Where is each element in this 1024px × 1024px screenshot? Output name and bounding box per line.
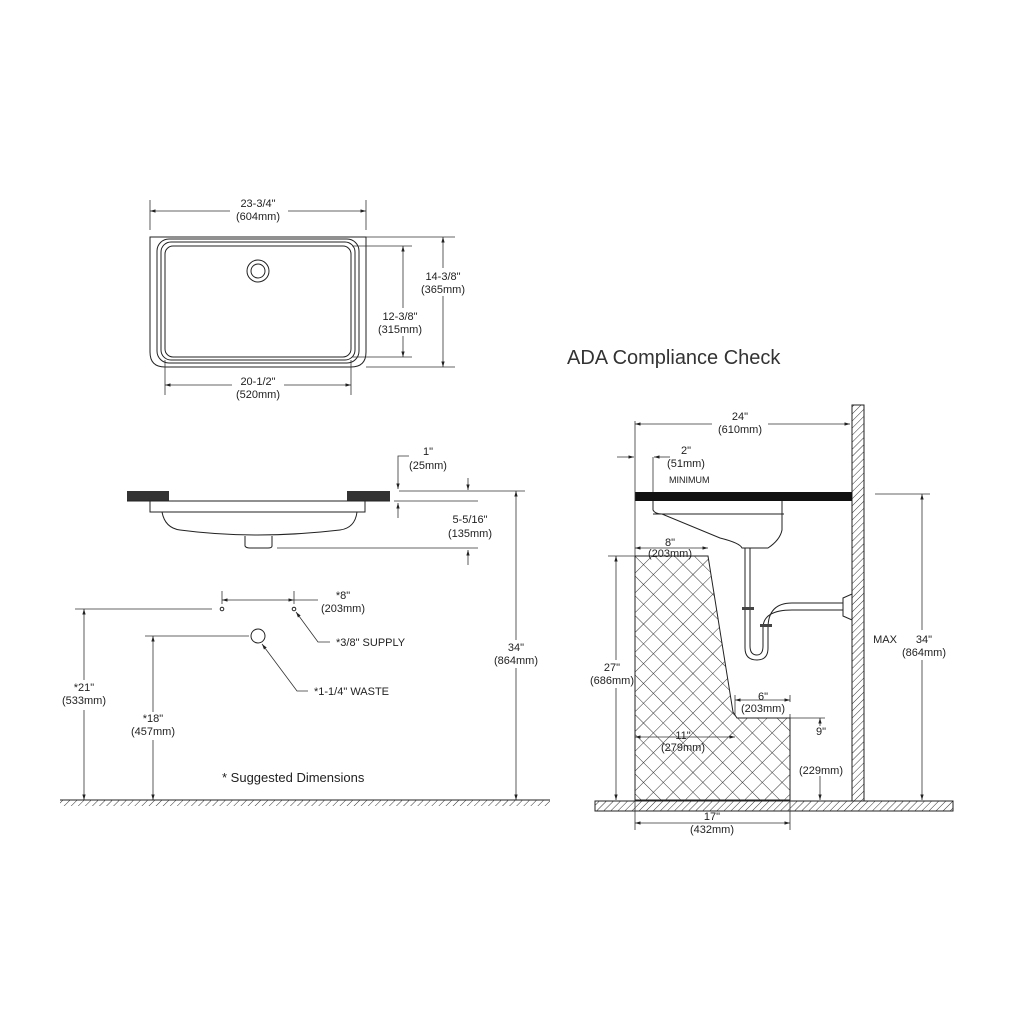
- overall-depth: 14-3/8": [425, 271, 460, 283]
- ada-depth: 24": [732, 411, 748, 423]
- toe-height-mm: (229mm): [799, 765, 843, 777]
- bowl-height-mm: (135mm): [448, 528, 492, 540]
- plan-view: 23-3/4" (604mm) 14-3/8" (365mm) 12-3/8" …: [149, 198, 471, 401]
- countertop-right: [347, 491, 390, 501]
- knee-height: 27": [604, 662, 620, 674]
- floor-hatch: [60, 800, 550, 806]
- max-height: 34": [916, 634, 932, 646]
- minimum-label: MINIMUM: [669, 475, 710, 485]
- min-offset-mm: (51mm): [667, 458, 705, 470]
- ada-view: ADA Compliance Check 24" (610mm) 2" (51m…: [567, 347, 954, 836]
- ada-depth-mm: (610mm): [718, 424, 762, 436]
- sink-bowl-section: [652, 501, 783, 549]
- supply-spacing-mm: (203mm): [321, 603, 365, 615]
- rim-height-mm: (864mm): [494, 655, 538, 667]
- drain-icon: [246, 259, 270, 283]
- overall-width-mm: (604mm): [236, 211, 280, 223]
- footnote: * Suggested Dimensions: [222, 770, 365, 785]
- toe-depth-mm: (203mm): [741, 703, 785, 715]
- waste-height-mm: (457mm): [131, 726, 175, 738]
- side-view: 1" (25mm) 5-5/16" (135mm) 34" (864mm) *8…: [60, 446, 550, 806]
- knee-height-mm: (686mm): [590, 675, 634, 687]
- overall-depth-mm: (365mm): [421, 284, 465, 296]
- supply-left-icon: [219, 606, 225, 612]
- bowl-width-mm: (520mm): [236, 389, 280, 401]
- waste-height: *18": [143, 713, 164, 725]
- floor-depth: 17": [704, 811, 720, 823]
- wall: [851, 404, 865, 802]
- waste-icon: [250, 628, 266, 644]
- ada-title: ADA Compliance Check: [567, 347, 781, 369]
- countertop-left: [127, 491, 169, 501]
- supply-height-mm: (533mm): [62, 695, 106, 707]
- knee-depth: 11": [675, 730, 690, 742]
- knee-depth-mm: (279mm): [661, 742, 705, 754]
- countertop: [635, 492, 852, 501]
- min-offset: 2": [681, 445, 691, 457]
- counter-thickness: 1": [423, 446, 433, 458]
- sink-rim: [156, 238, 360, 364]
- floor: [594, 800, 954, 812]
- bowl-depth: 12-3/8": [382, 311, 417, 323]
- max-height-mm: (864mm): [902, 647, 946, 659]
- drain-outlet: [244, 536, 273, 549]
- supply-label: *3/8" SUPPLY: [336, 637, 406, 649]
- toe-height: 9": [816, 726, 826, 738]
- toe-depth: 6": [758, 691, 768, 703]
- supply-spacing: *8": [336, 590, 350, 602]
- overall-width: 23-3/4": [240, 198, 275, 210]
- max-label: MAX: [873, 634, 898, 646]
- bowl-width: 20-1/2": [240, 376, 275, 388]
- supply-right-icon: [291, 606, 297, 612]
- counter-thickness-mm: (25mm): [409, 460, 447, 472]
- sink-outline: [149, 236, 367, 368]
- escutcheon: [842, 593, 853, 621]
- sink-bowl: [164, 245, 352, 358]
- sink-bowl-side: [149, 501, 366, 536]
- bowl-height: 5-5/16": [452, 514, 487, 526]
- rim-height: 34": [508, 642, 524, 654]
- bowl-depth-mm: (315mm): [378, 324, 422, 336]
- waste-label: *1-1/4" WASTE: [314, 686, 389, 698]
- p-trap: [744, 548, 843, 661]
- knee-top: 8": [665, 537, 675, 549]
- knee-clearance: [634, 555, 791, 801]
- knee-top-mm: (203mm): [648, 548, 692, 560]
- floor-depth-mm: (432mm): [690, 824, 734, 836]
- supply-height: *21": [74, 682, 95, 694]
